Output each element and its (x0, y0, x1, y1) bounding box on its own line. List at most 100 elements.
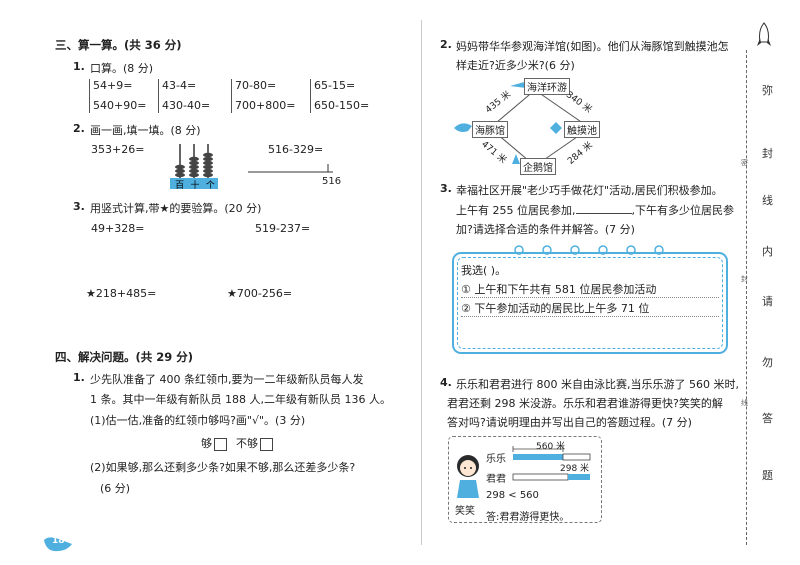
abacus-label-hundreds: 百 (175, 181, 185, 191)
number-line-label: 516 (322, 176, 342, 187)
seal-char: 请 (762, 295, 773, 308)
choice-card-inner-border (457, 257, 723, 349)
row-label-lele: 乐乐 (486, 454, 506, 465)
p1-sub-2-score: (6 分) (100, 482, 131, 495)
page-divider (421, 20, 422, 545)
choice-prompt[interactable]: 我选( )。 (461, 264, 507, 277)
girl-name: 笑笑 (455, 506, 475, 517)
q3a-expression: 49+328= (91, 222, 145, 235)
oral-item: 70-80= (235, 79, 277, 92)
oral-item: 43-4= (162, 79, 197, 92)
p3-blank[interactable] (575, 213, 632, 214)
q1-text: 口算。(8 分) (90, 62, 154, 75)
q3b-expression: 519-237= (255, 222, 311, 235)
choice-option-1[interactable]: ① 上午和下午共有 581 位居民参加活动 (461, 283, 657, 296)
p2-line-2: 样走近?近多少米?(6 分) (456, 59, 575, 72)
enough-label: 够 (201, 437, 212, 450)
enough-checkbox[interactable] (214, 437, 227, 451)
comparison: 298 < 560 (486, 490, 539, 501)
map-node-right: 触摸池 (564, 121, 600, 138)
seal-small-char: 线 (741, 399, 748, 407)
girl-illustration (457, 455, 479, 498)
q3c-expression: ★218+485= (86, 287, 157, 300)
oral-bracket-2 (158, 79, 159, 113)
map-node-top: 海洋环游 (524, 78, 570, 95)
seal-char: 内 (762, 245, 773, 258)
seal-char: 封 (762, 147, 773, 160)
enough-option[interactable]: 够 (201, 435, 227, 451)
p3-line-2-end: ,下午有多少位居民参 (631, 204, 735, 217)
penguin-icon (512, 154, 520, 164)
map-node-bottom: 企鹅馆 (520, 158, 556, 175)
oral-item: 65-15= (314, 79, 356, 92)
rocket-icon (757, 22, 771, 46)
xiaoxiao-answer: 答:君君游得更快。 (486, 512, 570, 523)
section-4-title: 四、解决问题。(共 29 分) (55, 350, 194, 364)
swim-bar-model (512, 446, 591, 481)
abacus-label-tens: 十 (190, 181, 200, 191)
p3-line-1: 幸福社区开展"老少巧手做花灯"活动,居民们积极参加。 (456, 184, 723, 197)
not-enough-label: 不够 (236, 437, 258, 450)
seal-small-char: 密 (741, 159, 748, 167)
p1-sub-2: (2)如果够,那么还剩多少条?如果不够,那么还差多少条? (90, 461, 356, 474)
p1-line-1: 少先队准备了 400 条红领巾,要为一二年级新队员每人发 (90, 373, 364, 386)
oral-bracket-4 (310, 79, 311, 113)
abacus-label-ones: 个 (205, 181, 215, 191)
seal-char: 勿 (762, 356, 773, 369)
p4-line-2: 君君还剩 298 米没游。乐乐和君君谁游得更快?笑笑的解 (447, 397, 723, 410)
section-3-title: 三、算一算。(共 36 分) (55, 38, 182, 52)
bar-top-label: 560 米 (536, 442, 566, 452)
not-enough-option[interactable]: 不够 (236, 435, 273, 451)
p2-line-1: 妈妈带华华参观海洋馆(如图)。他们从海豚馆到触摸池怎 (456, 40, 729, 53)
seal-char: 线 (762, 194, 773, 207)
seal-char: 题 (762, 469, 773, 482)
oral-bracket-3 (231, 79, 232, 113)
q2b-expression: 516-329= (268, 143, 324, 156)
q3d-expression: ★700-256= (227, 287, 293, 300)
fish-icon (510, 81, 528, 88)
p3-line-2-start: 上午有 255 位居民参加, (456, 204, 576, 217)
p1-sub-1: (1)估一估,准备的红领巾够吗?画"√"。(3 分) (90, 414, 306, 427)
p3-line-2: 上午有 255 位居民参加, ,下午有多少位居民参 (456, 202, 734, 218)
star-icon (550, 122, 562, 134)
p4-line-1: 乐乐和君君进行 800 米自由泳比赛,当乐乐游了 560 米时, (456, 378, 739, 391)
oral-item: 650-150= (314, 99, 370, 112)
choice-divider (461, 297, 719, 298)
bar-mid-label: 298 米 (560, 464, 590, 474)
choice-card: 我选( )。 ① 上午和下午共有 581 位居民参加活动 ② 下午参加活动的居民… (452, 245, 728, 354)
seal-small-char: 封 (741, 275, 748, 283)
solution-box (448, 436, 602, 523)
q2a-expression: 353+26= (91, 143, 145, 156)
q2-number: 2. (73, 122, 85, 135)
page-number-badge (44, 537, 72, 552)
not-enough-checkbox[interactable] (260, 437, 273, 451)
q3-number: 3. (73, 200, 85, 213)
p3-number: 3. (440, 182, 452, 195)
choice-option-2[interactable]: ② 下午参加活动的居民比上午多 71 位 (461, 302, 650, 315)
seal-char: 答 (762, 412, 773, 425)
oral-item: 540+90= (93, 99, 147, 112)
p1-number: 1. (73, 371, 85, 384)
p4-line-3: 答对吗?请说明理由并写出自己的答题过程。(7 分) (447, 416, 692, 429)
oral-item: 54+9= (93, 79, 133, 92)
p3-line-3: 加?请选择合适的条件并解答。(7 分) (456, 223, 635, 236)
p2-number: 2. (440, 38, 452, 51)
number-line (248, 164, 333, 173)
oral-item: 700+800= (235, 99, 296, 112)
p1-line-2: 1 条。其中一年级有新队员 188 人,二年级有新队员 136 人。 (90, 393, 391, 406)
q3-text: 用竖式计算,带★的要验算。(20 分) (90, 202, 262, 215)
p4-number: 4. (440, 376, 452, 389)
oral-item: 430-40= (162, 99, 211, 112)
choice-divider (461, 316, 719, 317)
oral-bracket-1 (89, 79, 90, 113)
dolphin-icon (454, 123, 472, 132)
abacus-labels: 百 十 个 (172, 178, 218, 191)
seal-line (746, 50, 747, 545)
q1-number: 1. (73, 60, 85, 73)
binder-rings (514, 245, 664, 255)
q2-text: 画一画,填一填。(8 分) (90, 124, 201, 137)
row-label-junjun: 君君 (486, 474, 506, 485)
abacus-diagram (170, 144, 218, 189)
page-number: 18 (52, 536, 65, 546)
seal-char: 弥 (762, 84, 773, 97)
